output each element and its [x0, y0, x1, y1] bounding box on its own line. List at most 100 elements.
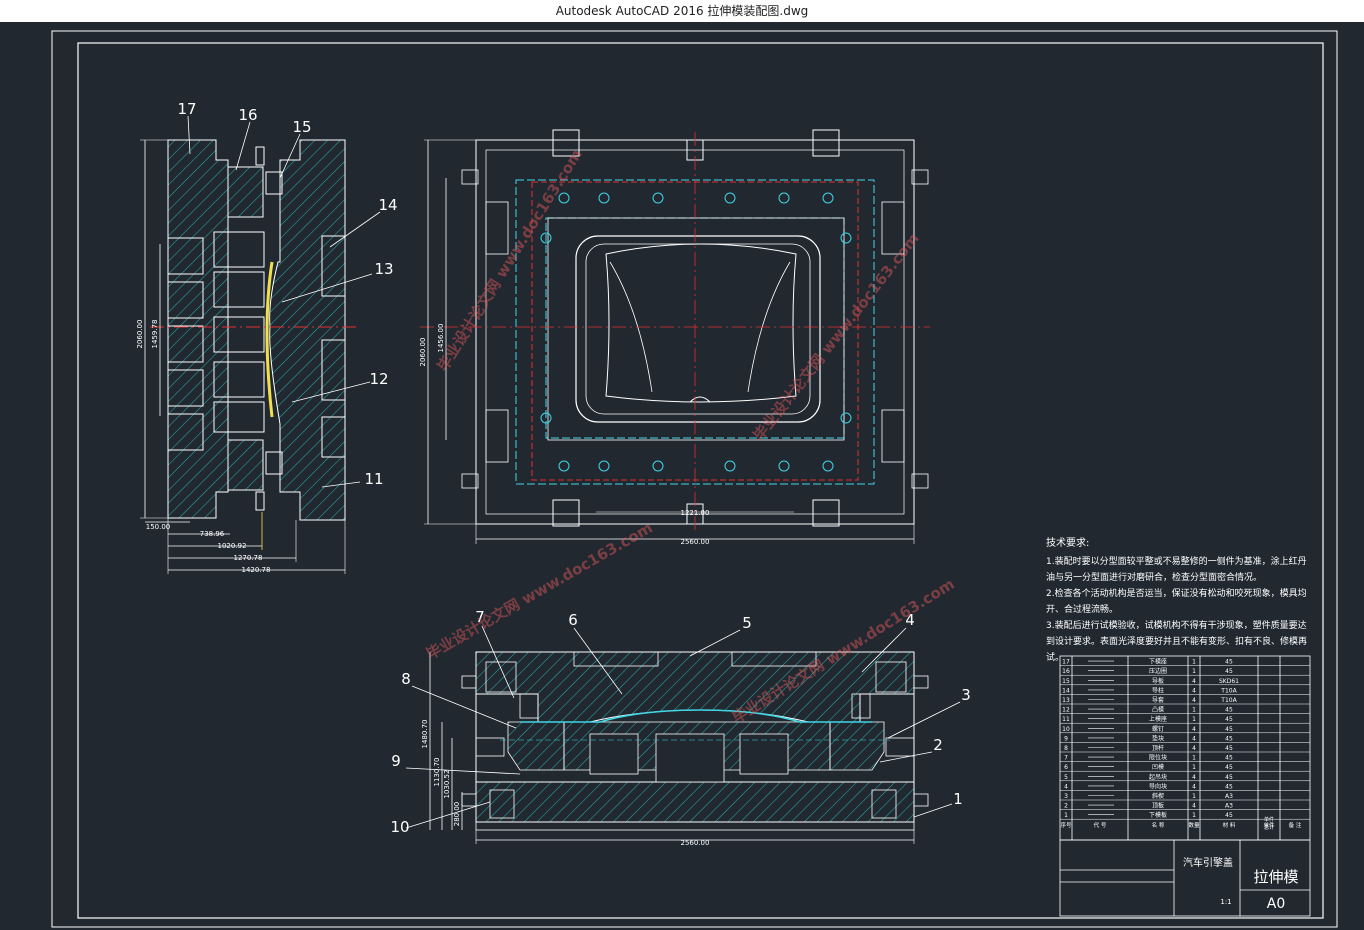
dim-top-inner: 1456.00 — [437, 324, 445, 353]
title-drawing-name: 拉伸模 — [1253, 868, 1299, 886]
bom-row-name: 导柱 — [1152, 686, 1164, 694]
cad-drawing[interactable]: 17下模座14516压边圈14515导板4SKD6114导柱4T10A13导套4… — [0, 22, 1364, 930]
bom-row-name: 顶杆 — [1152, 744, 1164, 752]
bom-row-material: 45 — [1225, 659, 1233, 666]
title-scale: 1:1 — [1220, 898, 1232, 906]
bom-header-cell: 代 号 — [1094, 821, 1107, 829]
callout-11: 11 — [364, 470, 383, 488]
dim-front-width: 2560.00 — [681, 839, 710, 847]
bom-row-name: 凹模 — [1152, 763, 1164, 771]
bom-row-index: 13 — [1062, 697, 1070, 704]
bom-row-material: A3 — [1225, 793, 1233, 800]
bom-row-index: 8 — [1064, 745, 1068, 752]
dim-front-v-3: 280.00 — [453, 802, 461, 827]
bom-row-name: 导套 — [1152, 696, 1164, 704]
callout-14: 14 — [378, 196, 397, 214]
callout-1: 1 — [953, 790, 963, 808]
sheet-inner-border — [77, 42, 1324, 919]
callout-3: 3 — [961, 686, 971, 704]
callout-12: 12 — [369, 370, 388, 388]
sheet-outer-border — [51, 30, 1338, 928]
bom-row-material: 45 — [1225, 812, 1233, 819]
dim-side-h-3: 1270.78 — [234, 554, 263, 562]
bom-row-qty: 1 — [1192, 659, 1196, 666]
dim-front-v-1: 1130.70 — [433, 758, 441, 787]
bom-row-name: 起吊块 — [1149, 773, 1167, 781]
bom-row-qty: 4 — [1192, 774, 1196, 781]
bom-row-index: 4 — [1064, 783, 1068, 790]
dim-front-v-2: 1030.52 — [443, 770, 451, 799]
callout-8: 8 — [401, 670, 411, 688]
bom-row-material: 45 — [1225, 745, 1233, 752]
bom-header-cell: 名 称 — [1152, 821, 1165, 829]
bom-row-index: 7 — [1064, 755, 1068, 762]
callout-2: 2 — [933, 736, 943, 754]
bom-row-index: 11 — [1062, 716, 1070, 723]
callout-17: 17 — [177, 100, 196, 118]
callout-13: 13 — [374, 260, 393, 278]
dim-front-v-0: 1480.70 — [421, 720, 429, 749]
top-plan-view — [420, 129, 930, 544]
bom-row-name: 凸模 — [1152, 706, 1164, 714]
bom-row-index: 12 — [1062, 707, 1070, 714]
bom-row-name: 斜楔 — [1152, 792, 1164, 800]
bom-row-qty: 1 — [1192, 707, 1196, 714]
bom-row-qty: 4 — [1192, 803, 1196, 810]
bom-row-qty: 1 — [1192, 764, 1196, 771]
window-title: Autodesk AutoCAD 2016 拉伸模装配图.dwg — [555, 4, 809, 18]
bom-frame — [1059, 655, 1311, 917]
bom-row-name: 下模座 — [1149, 658, 1167, 666]
dim-side-inner: 1459.78 — [151, 320, 159, 349]
bom-row-material: T10A — [1220, 697, 1237, 704]
title-sheet-size: A0 — [1266, 896, 1286, 912]
bom-header-cell: 单件 — [1263, 821, 1275, 829]
bom-header-cell: 序号 — [1060, 821, 1072, 829]
bom-header-total: 总计 — [1264, 824, 1274, 831]
notes-item-3: 3.装配后进行试模验收，试模机构不得有干涉现象，塑件质量要达到设计要求。表面光泽… — [1046, 621, 1308, 663]
callout-10: 10 — [390, 818, 409, 836]
bom-row-qty: 4 — [1192, 745, 1196, 752]
bom-row-qty: 1 — [1192, 812, 1196, 819]
dim-side-h-4: 1420.78 — [242, 566, 271, 574]
bom-row-qty: 4 — [1192, 726, 1196, 733]
bom-row-name: 顶板 — [1152, 802, 1164, 810]
bom-row-name: 下模板 — [1149, 811, 1167, 819]
bom-row-name: 垫块 — [1152, 734, 1164, 742]
bom-row-material: 45 — [1225, 764, 1233, 771]
notes-item-1: 1.装配时要以分型面较平整或不易整修的一侧件为基准，涂上红丹油与另一分型面进行对… — [1046, 557, 1307, 583]
callout-7: 7 — [475, 608, 485, 626]
bom-row-material: T10A — [1220, 687, 1237, 694]
bom-row-material: 45 — [1225, 774, 1233, 781]
notes-heading: 技术要求: — [1046, 538, 1090, 549]
bom-row-name: 限位块 — [1149, 754, 1167, 762]
bom-row-name: 压边圈 — [1149, 667, 1167, 675]
bom-row-qty: 4 — [1192, 687, 1196, 694]
front-section-view — [405, 625, 961, 844]
bom-row-index: 1 — [1064, 812, 1068, 819]
callout-16: 16 — [238, 106, 257, 124]
callout-4: 4 — [905, 611, 915, 629]
dim-top-inner-width: 1221.00 — [681, 509, 710, 517]
bom-header-cell: 备 注 — [1289, 821, 1302, 829]
bom-row-index: 5 — [1064, 774, 1068, 781]
bom-row-material: 45 — [1225, 716, 1233, 723]
dim-side-height: 2060.00 — [136, 320, 144, 349]
bom-header-unit: 单件 — [1264, 816, 1274, 823]
bom-row-name: 导向块 — [1149, 782, 1167, 790]
bom-row-material: 45 — [1225, 755, 1233, 762]
bom-row-material: A3 — [1225, 803, 1233, 810]
bom-row-index: 16 — [1062, 668, 1070, 675]
callout-15: 15 — [292, 118, 311, 136]
side-section-view — [140, 115, 381, 574]
bom-row-qty: 4 — [1192, 678, 1196, 685]
bom-header-cell: 数量 — [1188, 821, 1200, 829]
bom-header-cell: 材 料 — [1223, 821, 1236, 829]
bom-row-index: 10 — [1062, 726, 1070, 733]
bom-row-index: 9 — [1064, 735, 1068, 742]
bom-row-index: 3 — [1064, 793, 1068, 800]
dim-top-height: 2060.00 — [419, 338, 427, 367]
dim-side-h-1: 738.96 — [200, 530, 225, 538]
